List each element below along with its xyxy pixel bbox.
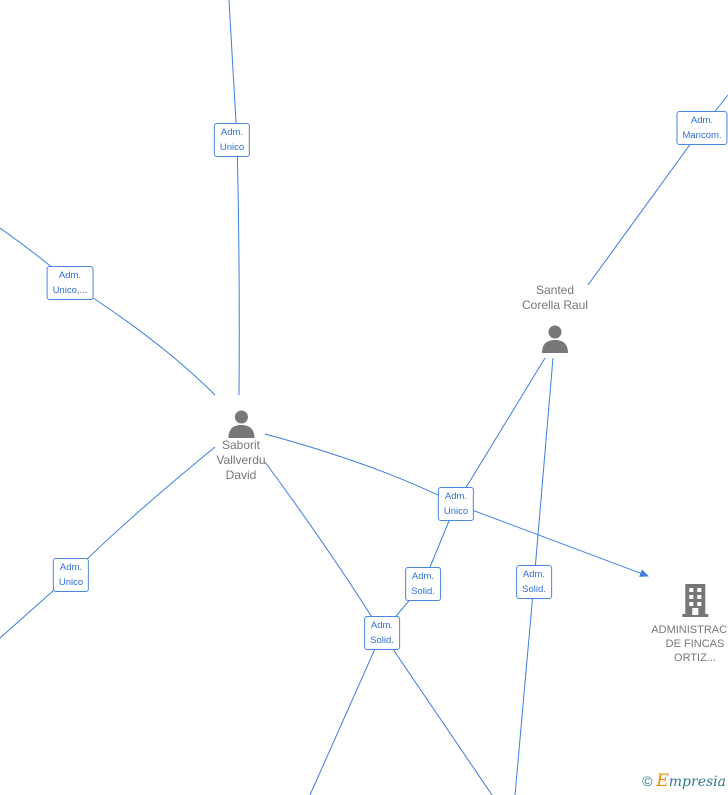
label-line: Unico xyxy=(58,577,84,588)
edge-label-adm-mancom[interactable]: Adm. Mancom. xyxy=(676,111,728,145)
label-line: Solid. xyxy=(522,584,546,595)
label-line: Unico xyxy=(219,142,245,153)
edge-label-adm-unico[interactable]: Adm. Unico xyxy=(213,123,251,157)
node-name-line: Santed xyxy=(535,283,575,297)
edge-label-adm-unico[interactable]: Adm. Unico,... xyxy=(46,266,94,300)
logo-text: mpresia xyxy=(668,774,726,790)
node-name-line: Saborit xyxy=(221,438,261,452)
label-line: Unico xyxy=(443,506,469,517)
relationship-edge xyxy=(0,446,216,639)
label-line: Adm. xyxy=(411,571,435,582)
edge-label-adm-solid[interactable]: Adm. Solid. xyxy=(364,616,400,650)
label-line: Solid. xyxy=(370,635,394,646)
label-line: Solid. xyxy=(411,586,435,597)
person-node-saborit[interactable]: Saborit Vallverdu David xyxy=(216,408,266,483)
edge-label-adm-solid[interactable]: Adm. Solid. xyxy=(516,565,552,599)
label-line: Adm. xyxy=(59,562,83,573)
label-line: Unico,... xyxy=(52,285,88,296)
logo-initial: E xyxy=(656,771,669,791)
company-node[interactable]: ADMINISTRACIO DE FINCAS ORTIZ... xyxy=(651,583,728,665)
label-line: Adm. xyxy=(58,270,82,281)
label-line: Adm. xyxy=(370,620,394,631)
building-icon xyxy=(682,584,708,617)
person-node-santed[interactable]: Santed Corella Raul xyxy=(522,283,588,353)
node-name-line: ADMINISTRACIO xyxy=(651,624,728,636)
node-name-line: Vallverdu xyxy=(216,453,266,467)
label-line: Adm. xyxy=(444,491,468,502)
label-line: Mancom. xyxy=(682,130,722,141)
edge-label-adm-solid[interactable]: Adm. Solid. xyxy=(405,567,441,601)
node-name-line: DE FINCAS xyxy=(665,638,725,650)
edge-label-adm-unico[interactable]: Adm. Unico xyxy=(437,487,475,521)
person-icon xyxy=(227,410,254,438)
relationship-edge xyxy=(228,0,240,396)
relationship-edge xyxy=(0,227,216,396)
empresia-logo: Empresia xyxy=(656,771,726,791)
label-line: Adm. xyxy=(220,127,244,138)
copyright-footer: © Empresia xyxy=(642,771,726,791)
edge-label-adm-unico[interactable]: Adm. Unico xyxy=(52,558,90,592)
copyright-icon: © xyxy=(642,773,653,789)
node-name-line: Corella Raul xyxy=(521,298,589,312)
person-icon xyxy=(542,325,568,353)
label-line: Adm. xyxy=(522,569,546,580)
node-name-line: ORTIZ... xyxy=(674,652,716,664)
node-name-line: David xyxy=(225,468,257,482)
label-line: Adm. xyxy=(690,115,714,126)
